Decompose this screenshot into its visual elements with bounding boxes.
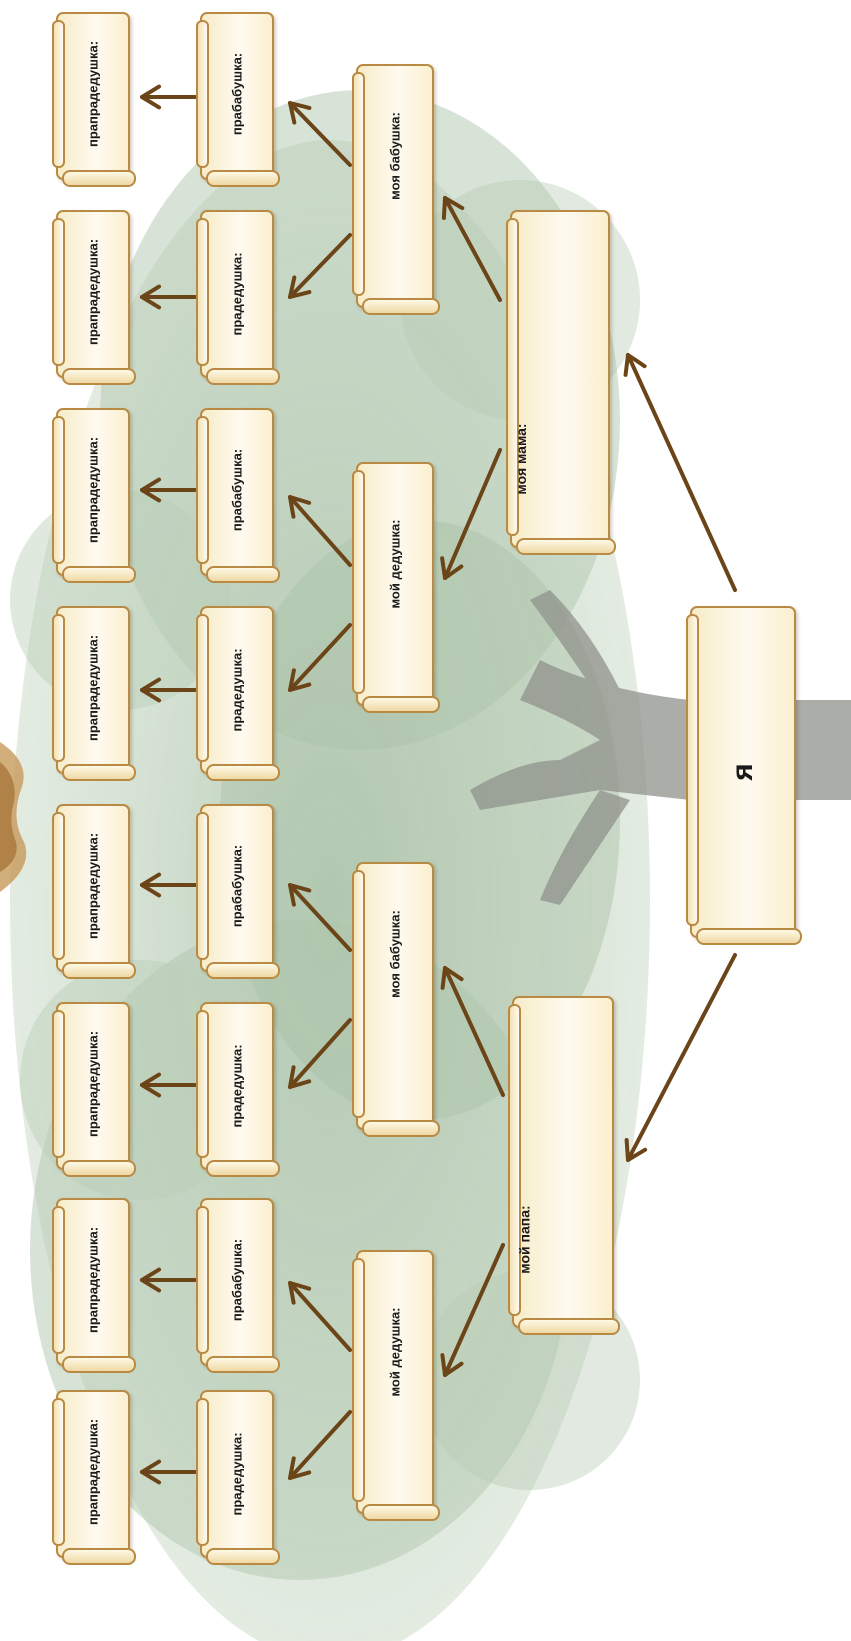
great-grandparent-label-5: прабабушка: xyxy=(229,844,245,928)
great-great-grandparent-label-3: прапрадедушка: xyxy=(85,436,101,544)
great-great-grandparent-label-6: прапрадедушка: xyxy=(85,1030,101,1138)
great-grandparent-label-6: прадедушка: xyxy=(229,1044,245,1128)
great-grandparent-scroll-3: прабабушка: xyxy=(196,408,280,583)
great-grandparent-label-7: прабабушка: xyxy=(229,1238,245,1322)
great-grandparent-scroll-7: прабабушка: xyxy=(196,1198,280,1373)
great-great-grandparent-scroll-5: прапрадедушка: xyxy=(52,804,136,979)
grandmother-maternal-scroll: моя бабушка: xyxy=(352,64,440,315)
grandmother-paternal-scroll: моя бабушка: xyxy=(352,862,440,1137)
great-great-grandparent-label-2: прапрадедушка: xyxy=(85,238,101,346)
grandmother-maternal-label: моя бабушка: xyxy=(387,112,403,200)
great-great-grandparent-label-1: прапрадедушка: xyxy=(85,40,101,148)
great-grandparent-label-2: прадедушка: xyxy=(229,252,245,336)
grandfather-maternal-scroll: мой дедушка: xyxy=(352,462,440,713)
ornament-decoration xyxy=(0,742,27,892)
great-great-grandparent-label-5: прапрадедушка: xyxy=(85,832,101,940)
great-grandparent-label-3: прабабушка: xyxy=(229,448,245,532)
great-great-grandparent-scroll-8: прапрадедушка: xyxy=(52,1390,136,1565)
mother-scroll: моя мама: xyxy=(506,210,616,555)
grandfather-paternal-label: мой дедушка: xyxy=(387,1307,403,1397)
great-great-grandparent-scroll-3: прапрадедушка: xyxy=(52,408,136,583)
great-great-grandparent-scroll-1: прапрадедушка: xyxy=(52,12,136,187)
great-grandparent-label-8: прадедушка: xyxy=(229,1432,245,1516)
great-great-grandparent-scroll-4: прапрадедушка: xyxy=(52,606,136,781)
great-grandparent-label-1: прабабушка: xyxy=(229,52,245,136)
great-grandparent-scroll-4: прадедушка: xyxy=(196,606,280,781)
great-grandparent-label-4: прадедушка: xyxy=(229,648,245,732)
great-great-grandparent-label-8: прапрадедушка: xyxy=(85,1418,101,1526)
great-great-grandparent-label-4: прапрадедушка: xyxy=(85,634,101,742)
grandmother-paternal-label: моя бабушка: xyxy=(387,910,403,998)
great-grandparent-scroll-5: прабабушка: xyxy=(196,804,280,979)
me-label: я xyxy=(726,763,759,781)
great-grandparent-scroll-1: прабабушка: xyxy=(196,12,280,187)
grandfather-maternal-label: мой дедушка: xyxy=(387,519,403,609)
father-label: мой папа: xyxy=(516,1205,533,1274)
great-grandparent-scroll-2: прадедушка: xyxy=(196,210,280,385)
great-great-grandparent-scroll-7: прапрадедушка: xyxy=(52,1198,136,1373)
grandfather-paternal-scroll: мой дедушка: xyxy=(352,1250,440,1521)
me-scroll: я xyxy=(686,606,802,945)
mother-label: моя мама: xyxy=(513,423,529,495)
great-grandparent-scroll-6: прадедушка: xyxy=(196,1002,280,1177)
great-grandparent-scroll-8: прадедушка: xyxy=(196,1390,280,1565)
great-great-grandparent-scroll-6: прапрадедушка: xyxy=(52,1002,136,1177)
father-scroll: мой папа: xyxy=(508,996,620,1335)
great-great-grandparent-label-7: прапрадедушка: xyxy=(85,1226,101,1334)
great-great-grandparent-scroll-2: прапрадедушка: xyxy=(52,210,136,385)
